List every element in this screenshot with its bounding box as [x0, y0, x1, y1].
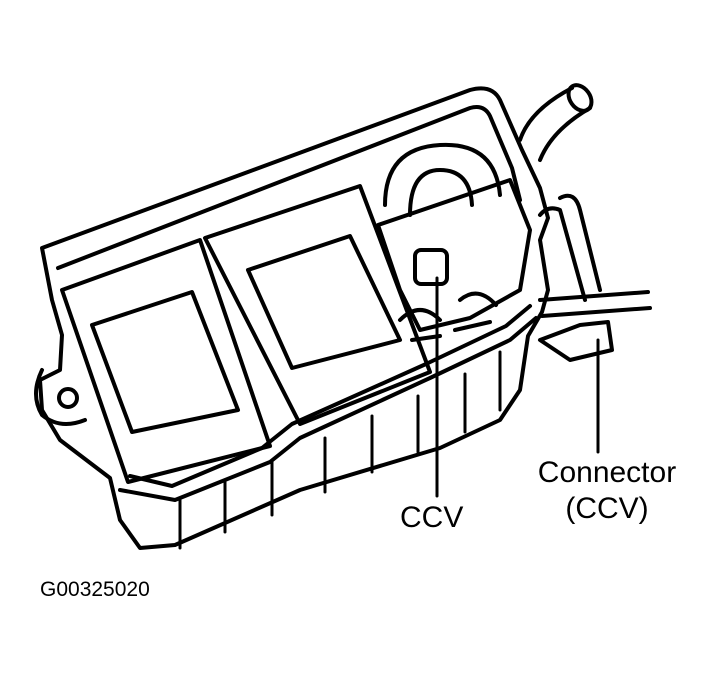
upper-pipe: [518, 86, 592, 162]
tray-ribs: [178, 350, 502, 550]
tray-front-lip-inner: [128, 304, 532, 488]
connector-label-line2: (CCV): [565, 492, 649, 525]
upper-pipe-end: [566, 83, 594, 113]
valve-hardware: [398, 291, 498, 342]
connector-label-line1: Connector: [537, 456, 677, 489]
valve-body: [376, 178, 532, 332]
figure-id: G00325020: [40, 578, 150, 601]
right-compartment: [203, 184, 432, 426]
right-thin-pipe: [538, 290, 652, 318]
ccv-label: CCV: [400, 501, 464, 534]
valve-loop-hose: [383, 142, 502, 217]
right-hose: [538, 193, 602, 302]
mounting-hole: [57, 387, 79, 409]
connector-label: Connector (CCV): [527, 458, 687, 524]
mounting-tab: [34, 368, 87, 426]
left-filter-pad: [90, 290, 240, 434]
valve-port: [413, 248, 449, 286]
right-filter-pad: [246, 234, 402, 370]
tray-front-lip: [118, 316, 538, 502]
tray-inner-rim: [56, 105, 522, 270]
left-compartment: [60, 238, 272, 484]
ccv-connector: [538, 320, 614, 362]
